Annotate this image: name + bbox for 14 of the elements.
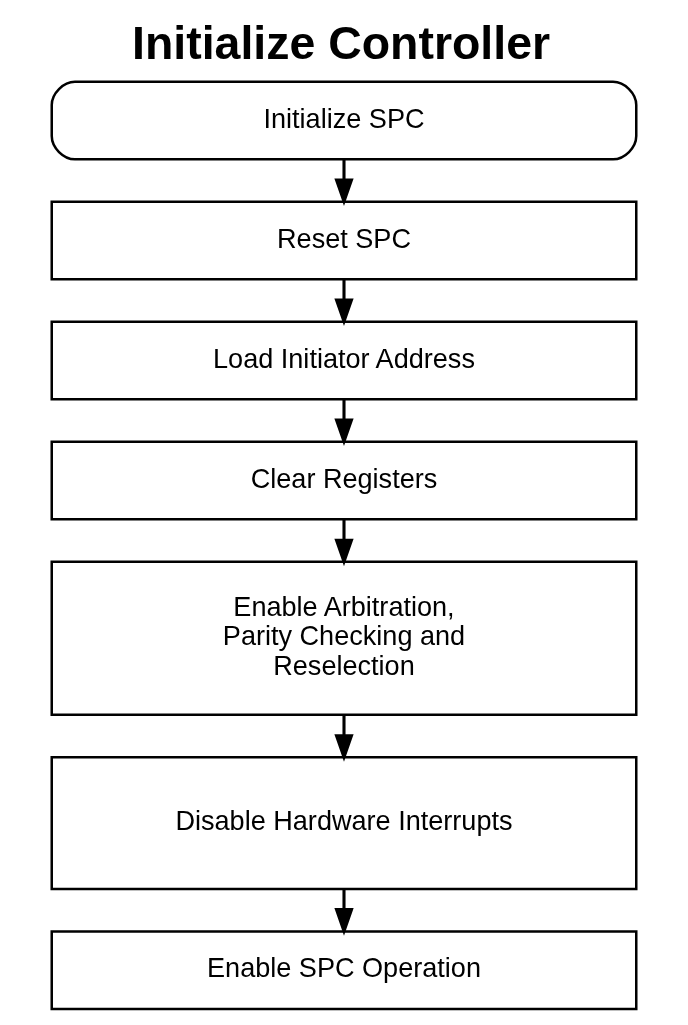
- node-box: Enable SPC Operation: [50, 930, 638, 1011]
- node-box: Load Initiator Address: [50, 320, 638, 401]
- arrow: [334, 159, 354, 206]
- node-box: Initialize SPC: [50, 80, 638, 161]
- node-box: Clear Registers: [50, 440, 638, 521]
- diagram-title: Initialize Controller: [132, 17, 551, 70]
- arrow: [334, 519, 354, 567]
- arrow: [334, 399, 354, 446]
- arrow: [334, 714, 354, 762]
- node-box: Reset SPC: [50, 200, 638, 281]
- arrow: [334, 279, 354, 326]
- node-box: Enable Arbitration, Parity Checking and Reselection: [50, 560, 638, 716]
- node-box: Disable Hardware Interrupts: [50, 756, 638, 891]
- arrow: [334, 889, 354, 936]
